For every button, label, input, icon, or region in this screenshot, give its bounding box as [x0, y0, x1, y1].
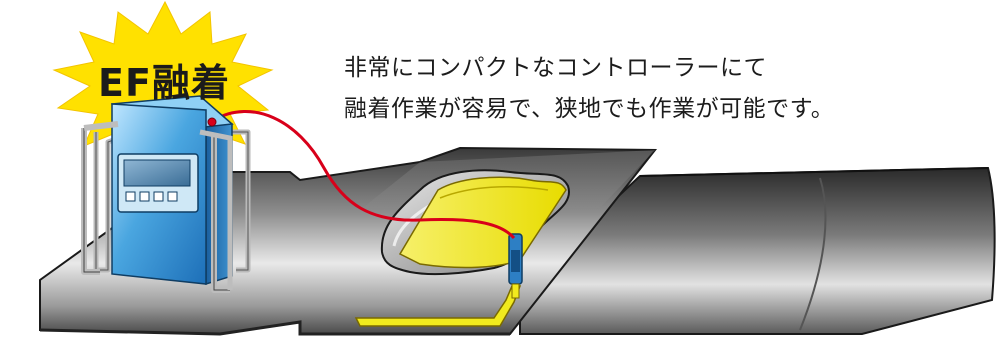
pipe-shadow	[39, 320, 510, 336]
cable-icon	[213, 110, 516, 240]
pipe-edge	[639, 167, 989, 177]
pipe-joint-line	[799, 177, 827, 331]
caption-line-1: 非常にコンパクトなコントローラーにて	[344, 55, 767, 81]
ef-fusion-badge: EF融着	[98, 61, 230, 105]
pipe-icon	[519, 166, 996, 335]
connector-plug-icon	[508, 233, 523, 299]
caption-line-2: 融着作業が容易で、狭地でも作業が可能です。	[344, 96, 835, 122]
controller-icon	[81, 95, 251, 293]
saddle-band	[354, 285, 522, 327]
